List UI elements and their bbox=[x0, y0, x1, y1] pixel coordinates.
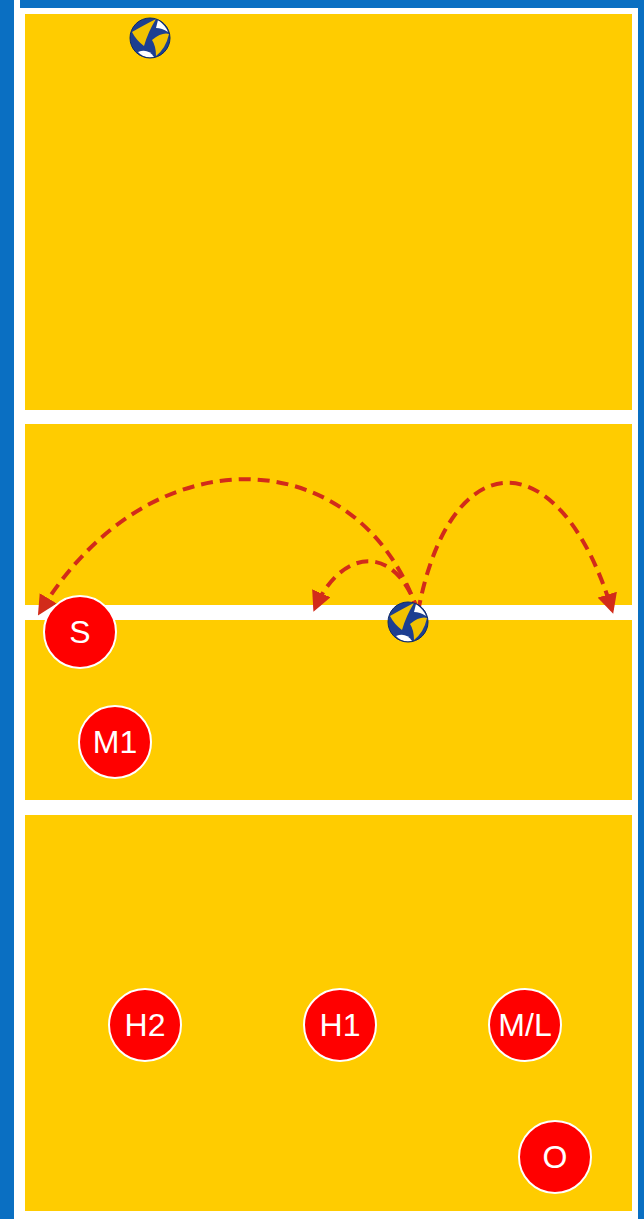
player-circle: H2 bbox=[108, 988, 182, 1062]
player-label: H1 bbox=[320, 1009, 361, 1041]
court-zone bbox=[25, 424, 632, 605]
player-circle: O bbox=[518, 1120, 592, 1194]
player-circle: H1 bbox=[303, 988, 377, 1062]
player-circle: M/L bbox=[488, 988, 562, 1062]
volleyball-icon bbox=[130, 18, 170, 58]
player-label: S bbox=[69, 616, 90, 648]
volleyball-icon bbox=[388, 602, 428, 642]
player-label: H2 bbox=[125, 1009, 166, 1041]
player-label: O bbox=[543, 1141, 568, 1173]
court-zone bbox=[25, 14, 632, 410]
player-label: M1 bbox=[93, 726, 137, 758]
court-zone bbox=[25, 815, 632, 1211]
frame bbox=[638, 0, 644, 1219]
set-arrows bbox=[40, 479, 612, 612]
player-circle: M1 bbox=[78, 705, 152, 779]
court-lines bbox=[20, 8, 638, 1219]
side-line bbox=[14, 0, 20, 1219]
player-circle: S bbox=[43, 595, 117, 669]
player-label: M/L bbox=[498, 1009, 551, 1041]
court-zone bbox=[25, 620, 632, 800]
